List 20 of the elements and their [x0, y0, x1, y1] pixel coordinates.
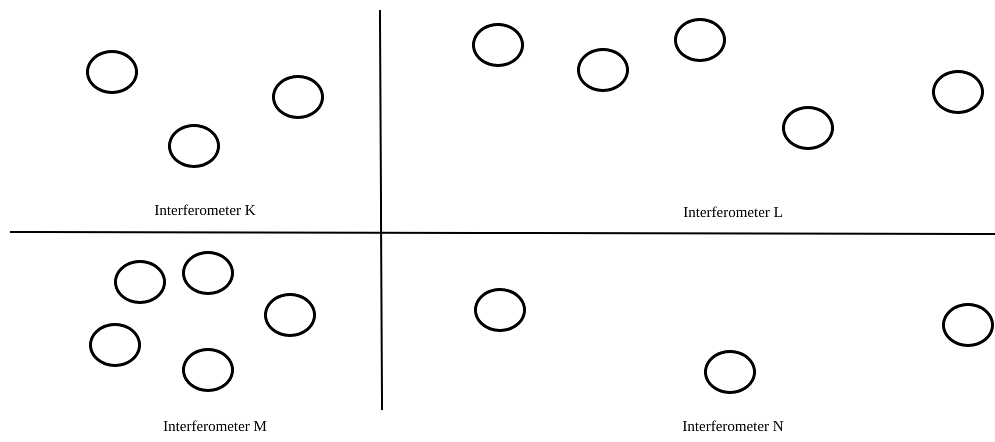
circle-marker	[114, 260, 166, 304]
circle-marker	[674, 18, 726, 62]
panel-label: Interferometer M	[163, 419, 267, 436]
circle-marker	[86, 50, 138, 94]
panel-label: Interferometer L	[683, 205, 783, 222]
panel-label: Interferometer N	[682, 419, 784, 436]
circle-marker	[272, 75, 324, 119]
circle-marker	[704, 350, 756, 394]
circle-marker	[168, 124, 220, 168]
circle-marker	[577, 48, 629, 92]
circle-marker	[89, 323, 141, 367]
circle-marker	[942, 303, 994, 347]
circle-marker	[474, 288, 526, 332]
circle-marker	[782, 106, 834, 150]
circle-marker	[182, 348, 234, 392]
circle-marker	[932, 70, 984, 114]
circle-marker	[264, 293, 316, 337]
circle-marker	[472, 23, 524, 67]
circle-marker	[182, 251, 234, 295]
panel-label: Interferometer K	[154, 203, 256, 220]
